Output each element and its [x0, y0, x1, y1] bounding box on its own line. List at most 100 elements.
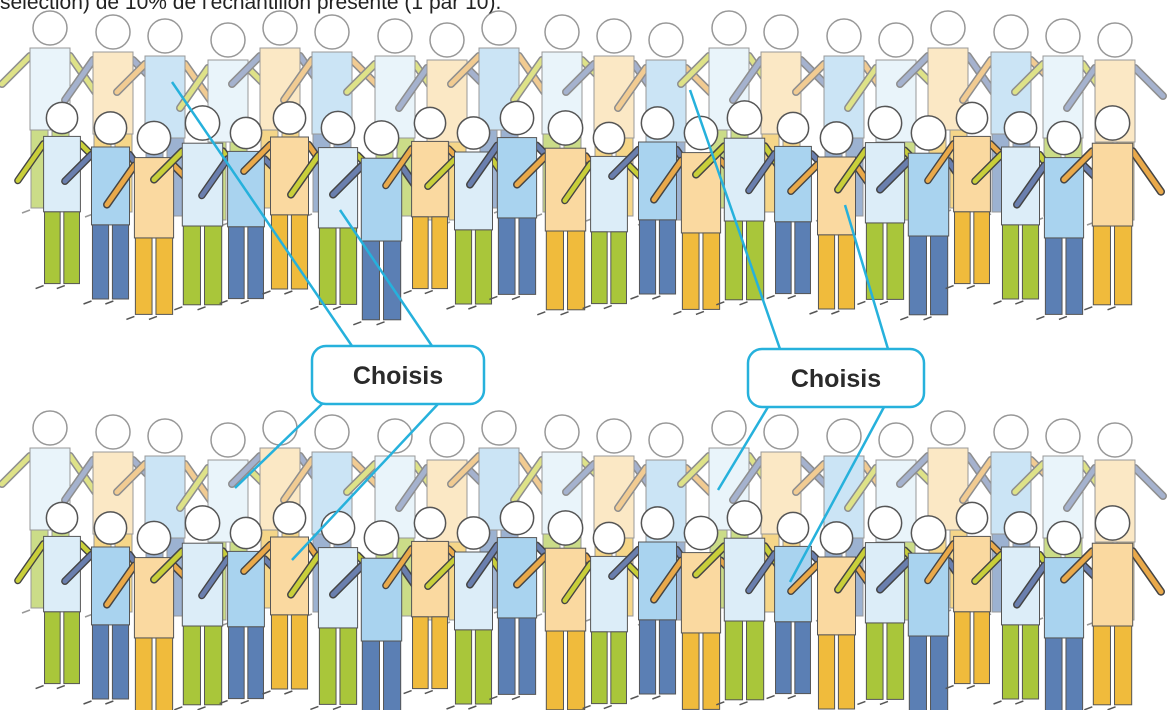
head: [430, 23, 464, 57]
leg: [592, 632, 608, 704]
head: [827, 19, 861, 53]
leg: [887, 223, 904, 299]
leg: [498, 618, 515, 694]
head: [321, 111, 354, 144]
feet: [447, 706, 477, 709]
head: [315, 415, 349, 449]
head: [649, 23, 683, 57]
leg: [1115, 226, 1132, 305]
leg: [818, 235, 834, 309]
leg: [248, 227, 264, 299]
torso: [545, 148, 585, 231]
feet: [857, 701, 888, 704]
feet: [404, 291, 433, 294]
head: [1004, 512, 1036, 544]
head: [364, 521, 398, 555]
leg: [682, 233, 699, 309]
feet: [583, 706, 612, 709]
head: [364, 121, 398, 155]
head: [414, 507, 445, 538]
head: [137, 121, 170, 154]
head: [1098, 23, 1132, 57]
head: [777, 512, 808, 543]
leg: [639, 220, 655, 294]
torso: [182, 143, 222, 226]
torso: [1092, 543, 1132, 626]
feet: [263, 291, 293, 294]
leg: [568, 231, 585, 310]
torso: [497, 538, 536, 618]
leg: [931, 236, 948, 315]
front-row: [18, 101, 1161, 325]
leg: [931, 636, 948, 710]
torso: [545, 548, 585, 631]
leg: [455, 230, 471, 304]
feet: [994, 701, 1024, 704]
leg: [319, 228, 336, 304]
head: [96, 415, 130, 449]
leg: [413, 617, 429, 689]
feet: [353, 322, 384, 325]
head: [230, 117, 261, 148]
torso: [182, 543, 222, 626]
leg: [776, 622, 792, 694]
leg: [703, 633, 720, 709]
feet: [994, 301, 1024, 304]
head: [641, 507, 673, 539]
leg: [519, 218, 536, 294]
leg: [1045, 638, 1062, 710]
leg: [955, 212, 971, 284]
leg: [974, 612, 990, 684]
feet: [583, 306, 612, 309]
head: [263, 411, 297, 445]
feet: [404, 691, 433, 694]
leg: [319, 628, 336, 704]
leg: [455, 630, 471, 704]
leg: [1093, 226, 1110, 305]
head: [96, 15, 130, 49]
head: [879, 423, 913, 457]
feet: [447, 306, 477, 309]
leg: [271, 215, 287, 289]
feet: [174, 307, 205, 310]
head: [597, 419, 631, 453]
head: [545, 415, 579, 449]
leg: [639, 620, 655, 694]
leg: [747, 621, 764, 700]
leg: [682, 633, 699, 709]
head: [994, 15, 1028, 49]
feet: [310, 706, 341, 709]
leg: [838, 635, 854, 709]
leg: [183, 226, 200, 305]
leg: [156, 238, 173, 314]
leg: [413, 217, 429, 289]
head: [548, 111, 582, 145]
leg: [92, 625, 108, 699]
head: [593, 522, 624, 553]
leg: [45, 612, 61, 684]
head: [500, 101, 533, 134]
head: [764, 15, 798, 49]
crowd-bottom: [2, 411, 1163, 710]
head: [263, 11, 297, 45]
leg: [1022, 625, 1038, 699]
leg: [776, 222, 792, 294]
feet: [1036, 316, 1067, 319]
head: [868, 506, 901, 539]
leg: [498, 218, 515, 294]
head: [33, 411, 67, 445]
leg: [135, 638, 152, 710]
leg: [703, 233, 720, 309]
leg: [725, 621, 742, 700]
leg: [92, 225, 108, 299]
head: [1098, 423, 1132, 457]
leg: [838, 235, 854, 309]
head: [430, 423, 464, 457]
leg: [205, 226, 222, 305]
feet: [716, 302, 747, 305]
leg: [229, 227, 245, 299]
head: [321, 511, 354, 544]
head: [482, 11, 516, 45]
feet: [126, 316, 157, 319]
